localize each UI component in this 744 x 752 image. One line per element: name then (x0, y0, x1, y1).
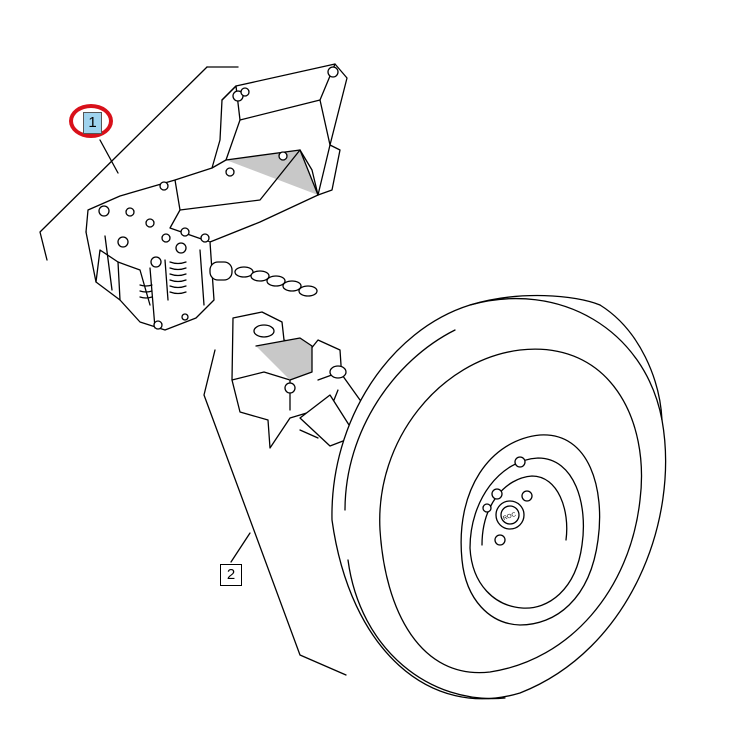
leader-line-2 (203, 349, 347, 676)
leader-line-1c (99, 139, 119, 174)
wheel-hub (482, 456, 533, 546)
mounting-bracket (85, 63, 348, 251)
callout-2[interactable]: 2 (220, 564, 242, 586)
callout-highlight-ring (69, 104, 113, 138)
caster-fork (231, 311, 361, 449)
spring-housing (85, 231, 215, 331)
hub-marking: ROC (502, 512, 517, 522)
leader-line-1 (39, 66, 208, 261)
safety-chain (209, 261, 318, 297)
bracket-bolts (98, 66, 339, 330)
callout-1[interactable]: 1 (83, 112, 102, 134)
wheel-rim (460, 434, 601, 626)
leader-line-2b (230, 532, 251, 563)
